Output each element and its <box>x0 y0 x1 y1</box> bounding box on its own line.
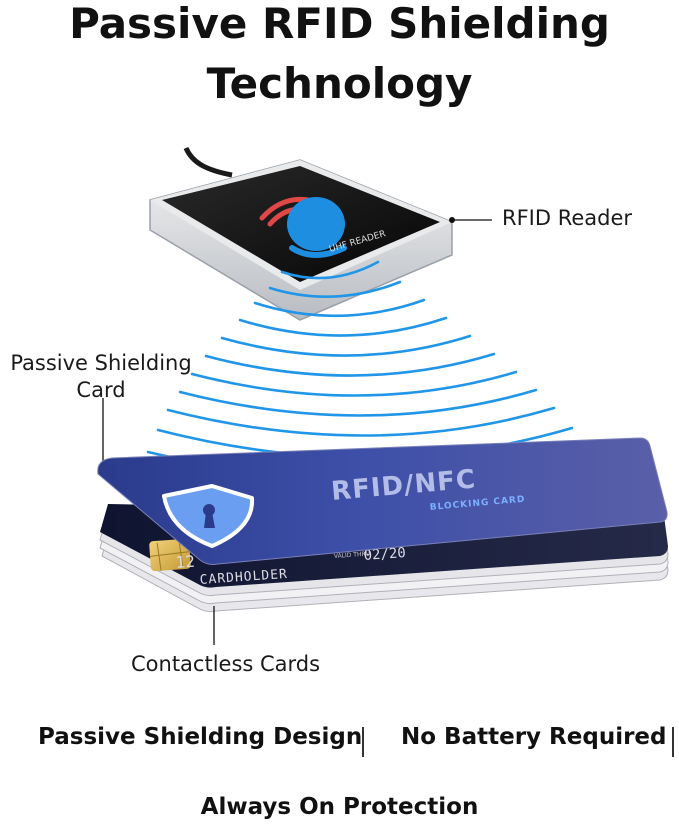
reader-cable <box>183 146 233 178</box>
passive-shielding-card: RFID/NFC BLOCKING CARD <box>97 437 668 565</box>
feature-divider-2 <box>672 727 674 757</box>
shielding-card-label-line2: Card <box>76 378 126 402</box>
feature-passive-shielding: Passive Shielding Design <box>38 724 363 750</box>
card-expiry: 02/20 <box>363 545 406 564</box>
shielding-card-label-line1: Passive Shielding <box>10 351 192 375</box>
feature-no-battery: No Battery Required <box>401 724 667 750</box>
card-valid-label: VALID THRU <box>334 550 371 560</box>
page-title-line1: Passive RFID Shielding <box>69 0 610 48</box>
card-holder: CARDHOLDER <box>199 567 288 588</box>
rfid-reader-label: RFID Reader <box>502 206 633 230</box>
page-title-line2: Technology <box>206 59 473 108</box>
card-number: 12 <box>175 552 196 572</box>
rfid-reader-device: UHF READER <box>149 159 453 321</box>
feature-divider-1 <box>362 727 364 757</box>
shield-lock-icon <box>162 484 255 548</box>
contactless-cards-label: Contactless Cards <box>131 652 321 676</box>
shielding-card-label: Passive Shielding Card <box>1 350 201 404</box>
feature-always-on: Always On Protection <box>200 794 479 820</box>
